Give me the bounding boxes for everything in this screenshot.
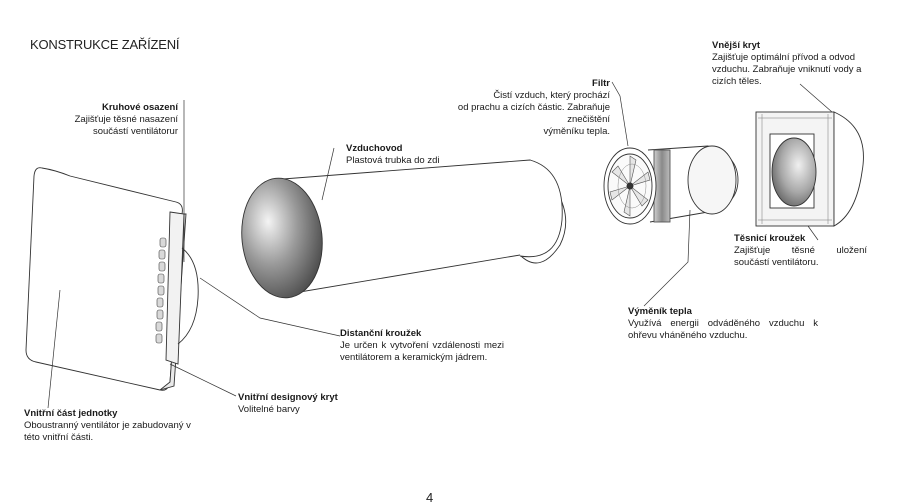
label-heading: Vnitřní designový kryt	[238, 392, 338, 403]
air-duct	[241, 159, 567, 299]
label-vymenik-tepla: Výměník tepla Využívá energii odváděného…	[628, 306, 818, 342]
label-body: Zajišťuje optimální přívod a odvod vzduc…	[712, 52, 862, 87]
inner-unit-panel	[25, 167, 199, 391]
label-body: Využívá energii odváděného vzduchu k ohř…	[628, 318, 818, 341]
label-body: Oboustranný ventilátor je zabudovaný v t…	[24, 420, 191, 443]
label-heading: Vzduchovod	[346, 143, 403, 154]
label-heading: Vnější kryt	[712, 40, 761, 51]
label-kruhove-osazeni: Kruhové osazení Zajišťuje těsné nasazení…	[48, 102, 178, 138]
leader-lines	[47, 81, 833, 409]
label-vzduchovod: Vzduchovod Plastová trubka do zdi	[346, 143, 506, 167]
label-heading: Těsnicí kroužek	[734, 233, 806, 244]
page-number: 4	[426, 490, 434, 502]
label-vnejsi-kryt: Vnější kryt Zajišťuje optimální přívod a…	[712, 40, 882, 88]
label-designovy-kryt: Vnitřní designový kryt Volitelné barvy	[238, 392, 378, 416]
label-heading: Vnitřní část jednotky	[24, 408, 118, 419]
label-heading: Výměník tepla	[628, 306, 692, 317]
label-body: Zajišťuje těsné nasazení součástí ventil…	[74, 114, 178, 137]
outer-hood	[755, 111, 864, 227]
label-tesnici-krouzek: Těsnicí kroužek Zajišťuje těsné uložení …	[734, 233, 867, 269]
label-vnitrni-cast: Vnitřní část jednotky Oboustranný ventil…	[24, 408, 224, 444]
label-distancni-krouzek: Distanční kroužek Je určen k vytvoření v…	[340, 328, 504, 364]
label-filtr: Filtr Čistí vzduch, který prochází od pr…	[440, 78, 610, 138]
label-heading: Kruhové osazení	[101, 102, 178, 113]
page-title: KONSTRUKCE ZAŘÍZENÍ	[30, 37, 180, 52]
heat-exchanger-assembly	[603, 145, 739, 225]
label-heading: Filtr	[592, 78, 610, 89]
label-body: Plastová trubka do zdi	[346, 155, 440, 166]
label-heading: Distanční kroužek	[340, 328, 422, 339]
label-body: Je určen k vytvoření vzdálenosti mezi ve…	[340, 340, 504, 363]
label-body: Zajišťuje těsné uložení součástí ventilá…	[734, 245, 867, 268]
label-body: Volitelné barvy	[238, 404, 300, 415]
label-body: Čistí vzduch, který prochází od prachu a…	[457, 90, 610, 137]
